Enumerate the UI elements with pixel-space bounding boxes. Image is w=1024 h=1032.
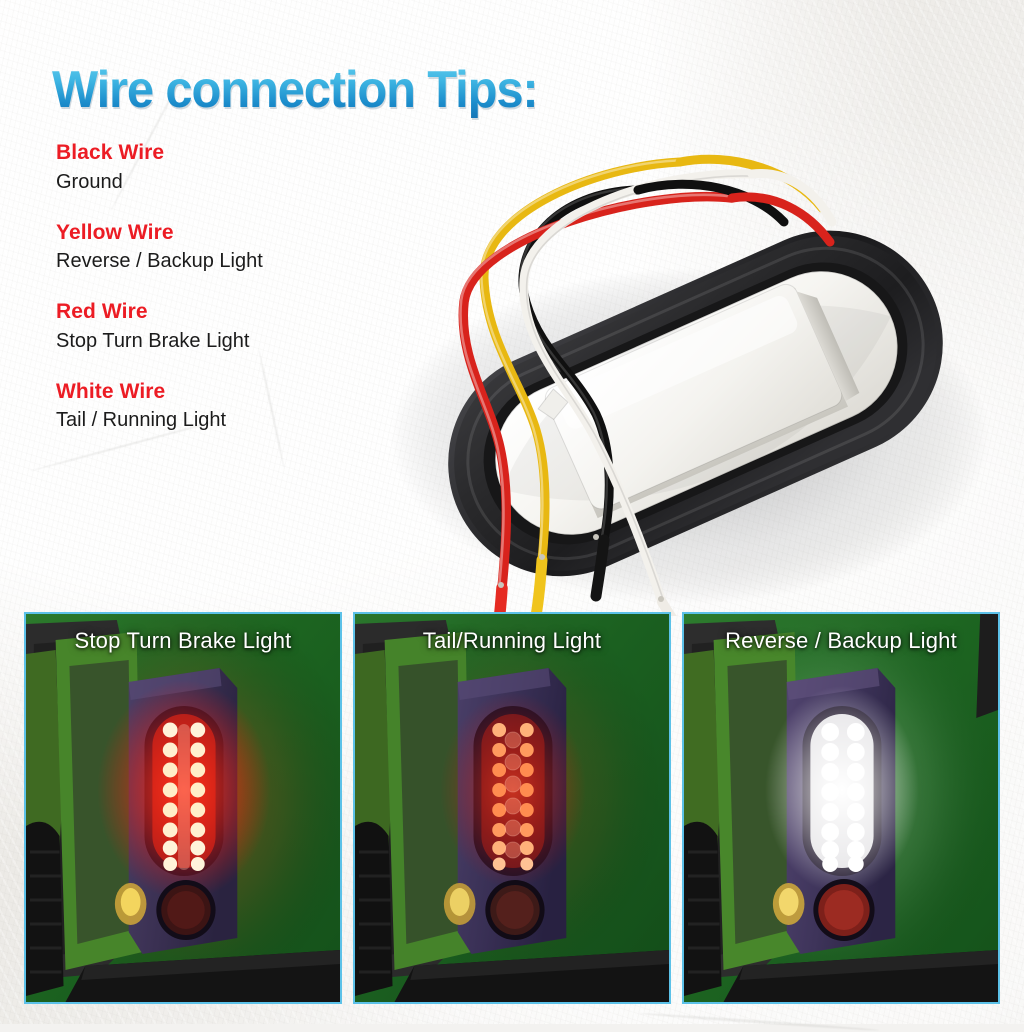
legend-item-yellow-wire: Yellow Wire Reverse / Backup Light (56, 220, 386, 275)
light-mode-panels: Stop Turn Brake Light (24, 612, 1000, 1004)
wire-name: White Wire (56, 379, 166, 403)
legend-item-red-wire: Red Wire Stop Turn Brake Light (56, 299, 386, 354)
texture-streak (639, 1012, 880, 1032)
panel-tail-running-light[interactable]: Tail/Running Light (353, 612, 671, 1004)
wire-name: Red Wire (56, 300, 148, 324)
led-array (492, 723, 534, 871)
panel-stop-turn-brake-light[interactable]: Stop Turn Brake Light (24, 612, 342, 1004)
wire-function: Stop Turn Brake Light (56, 329, 250, 352)
legend-item-white-wire: White Wire Tail / Running Light (56, 379, 386, 434)
led-array (162, 722, 206, 871)
wire-function: Tail / Running Light (56, 409, 227, 432)
legend-item-black-wire: Black Wire Ground (56, 140, 386, 195)
product-photo-led-module (360, 96, 1024, 616)
wire-name: Black Wire (56, 141, 165, 164)
wire-name: Yellow Wire (56, 220, 174, 244)
led-array (821, 723, 865, 872)
page-title: Wire connection Tips: (52, 61, 539, 119)
wire-function: Reverse / Backup Light (56, 250, 263, 273)
wire-function: Ground (56, 170, 123, 193)
panel-reverse-backup-light[interactable]: Reverse / Backup Light (682, 612, 1000, 1004)
wire-legend: Black Wire Ground Yellow Wire Reverse / … (56, 140, 386, 458)
